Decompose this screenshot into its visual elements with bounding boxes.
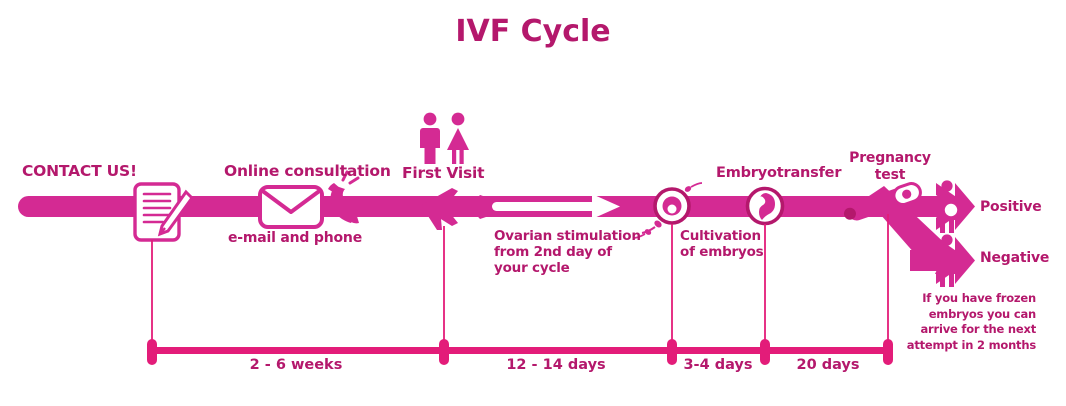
stage-label-embryotransfer: Embryotransfer [716, 165, 842, 181]
stage-note-ovarian-stimulation: Ovarian stimulation from 2nd day of your… [494, 228, 641, 276]
clipboard-pen-icon [133, 182, 194, 242]
scale-label-2: 3-4 days [683, 357, 753, 373]
stage-label-first-visit: First Visit [402, 164, 485, 182]
airplane-icon [420, 188, 486, 230]
embryo-icon [745, 186, 785, 226]
scale-label-3: 20 days [796, 357, 860, 373]
duration-scale [147, 339, 893, 365]
scale-tick [147, 339, 157, 365]
page-title: IVF Cycle [455, 14, 611, 49]
woman-icon [935, 234, 959, 287]
stage-sublabel-email-and-phone: e-mail and phone [228, 230, 362, 246]
pregnant-woman-icon [935, 180, 960, 233]
stage-label-contact-us: CONTACT US! [22, 162, 137, 180]
stage-label-online-consultation: Online consultation [224, 162, 391, 180]
scale-tick [760, 339, 770, 365]
stage-label-pregnancy-test: Pregnancy test [849, 150, 931, 183]
envelope-phone-icon [258, 170, 360, 229]
frozen-embryos-footnote: If you have frozen embryos you can arriv… [906, 291, 1036, 352]
scale-tick [439, 339, 449, 365]
white-arrow-icon [492, 194, 620, 219]
stage-note-cultivation-of-embryos: Cultivation of embryos [680, 228, 764, 260]
scale-tick [667, 339, 677, 365]
egg-sperm-icon [632, 182, 703, 239]
scale-label-0: 2 - 6 weeks [249, 357, 343, 373]
scale-tick [883, 339, 893, 365]
couple-icon [420, 112, 469, 164]
connector-lines [151, 214, 889, 352]
outcome-label-positive: Positive [980, 199, 1042, 215]
outcome-label-negative: Negative [980, 250, 1050, 266]
pregnancy-test-stick-icon [843, 182, 922, 221]
scale-label-1: 12 - 14 days [506, 357, 606, 373]
